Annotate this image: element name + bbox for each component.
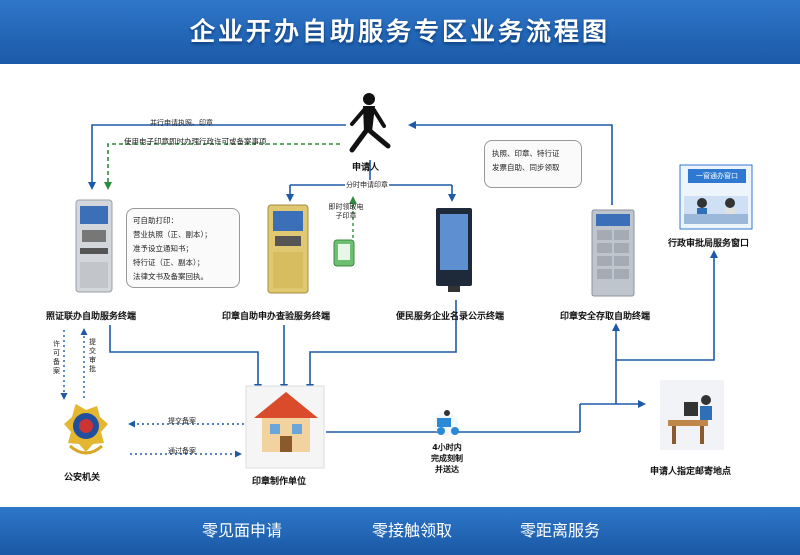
pickup-note: 执照、印章、特行证 发票自助、同步领取 (484, 140, 582, 188)
display-icon (436, 208, 472, 292)
flow-label-apply-seal: 分时申请印章 (345, 180, 389, 190)
office-desk-icon (660, 380, 724, 450)
flow-label-get-e-seal: 即时领取电子印章 (328, 203, 364, 220)
flow-line (616, 250, 718, 361)
applicant-label: 申请人 (352, 163, 380, 173)
footer-item-zero-contact: 零接触领取 (371, 521, 452, 540)
public-terminal-label: 便民服务企业名录公示终端 (396, 312, 505, 322)
window-sign: 一窗通办窗口 (688, 169, 746, 183)
page-title: 企业开办自助服务专区业务流程图 (189, 17, 610, 46)
footer-banner: 零见面申请 零接触领取 零距离服务 (0, 507, 800, 555)
kiosk-icon (267, 204, 309, 294)
note-line: 发票自助、同步领取 (492, 163, 560, 172)
four-hours-label: 4小时内完成刻制并送达 (431, 443, 463, 474)
seal-apply-terminal-label: 印章自助申办查验服务终端 (222, 312, 331, 322)
note-line: 营业执照（正、副本）； (133, 230, 212, 239)
flow-line (109, 325, 262, 392)
flow-line (88, 124, 346, 190)
footer-item-zero-meeting: 零见面申请 (201, 521, 282, 540)
approval-window-label: 行政审批局服务窗口 (668, 239, 750, 249)
seal-storage-terminal-label: 印章安全存取自助终端 (560, 312, 651, 322)
note-line: 执照、印章、特行证 (492, 149, 560, 158)
phone-icon (333, 239, 355, 267)
flow-label-pass-filing: 通过备案 (168, 447, 196, 455)
service-window-icon (679, 164, 753, 230)
header-banner: 企业开办自助服务专区业务流程图 (0, 0, 800, 64)
courier-icon (434, 410, 459, 436)
flow-line (306, 300, 457, 392)
note-line: 可自助打印： (133, 216, 178, 225)
locker-icon (591, 209, 635, 297)
self-print-note: 可自助打印： 营业执照（正、副本）； 准予设立通知书； 特行证（正、副本）； 法… (126, 208, 240, 288)
footer-item-zero-distance: 零距离服务 (519, 521, 600, 540)
flow-line (104, 143, 340, 190)
walking-person-icon (349, 93, 391, 153)
building-icon (245, 385, 325, 469)
flow-label-approval-feedback: 许可备案 (53, 340, 60, 375)
police-badge-icon (64, 404, 108, 455)
mail-address-label: 申请人指定邮寄地点 (650, 467, 732, 477)
flow-label-e-seal: 使用电子印章即时办理行政许可或备案事项 (124, 137, 267, 146)
kiosk-icon (75, 199, 113, 293)
license-terminal-label: 照证联办自助服务终端 (46, 312, 137, 322)
police-label: 公安机关 (64, 473, 101, 483)
seal-maker-label: 印章制作单位 (252, 477, 307, 487)
flow-label-submit-filing: 提交备案 (168, 417, 196, 425)
flow-label-parallel-apply: 并行申请执照、印章 (150, 119, 213, 127)
note-line: 法律文书及备案回执。 (133, 272, 208, 281)
note-line: 特行证（正、副本）； (133, 258, 205, 267)
note-line: 准予设立通知书； (133, 244, 193, 253)
flow-label-submit-approval: 提交审批 (89, 338, 96, 373)
flow-line (408, 121, 613, 205)
